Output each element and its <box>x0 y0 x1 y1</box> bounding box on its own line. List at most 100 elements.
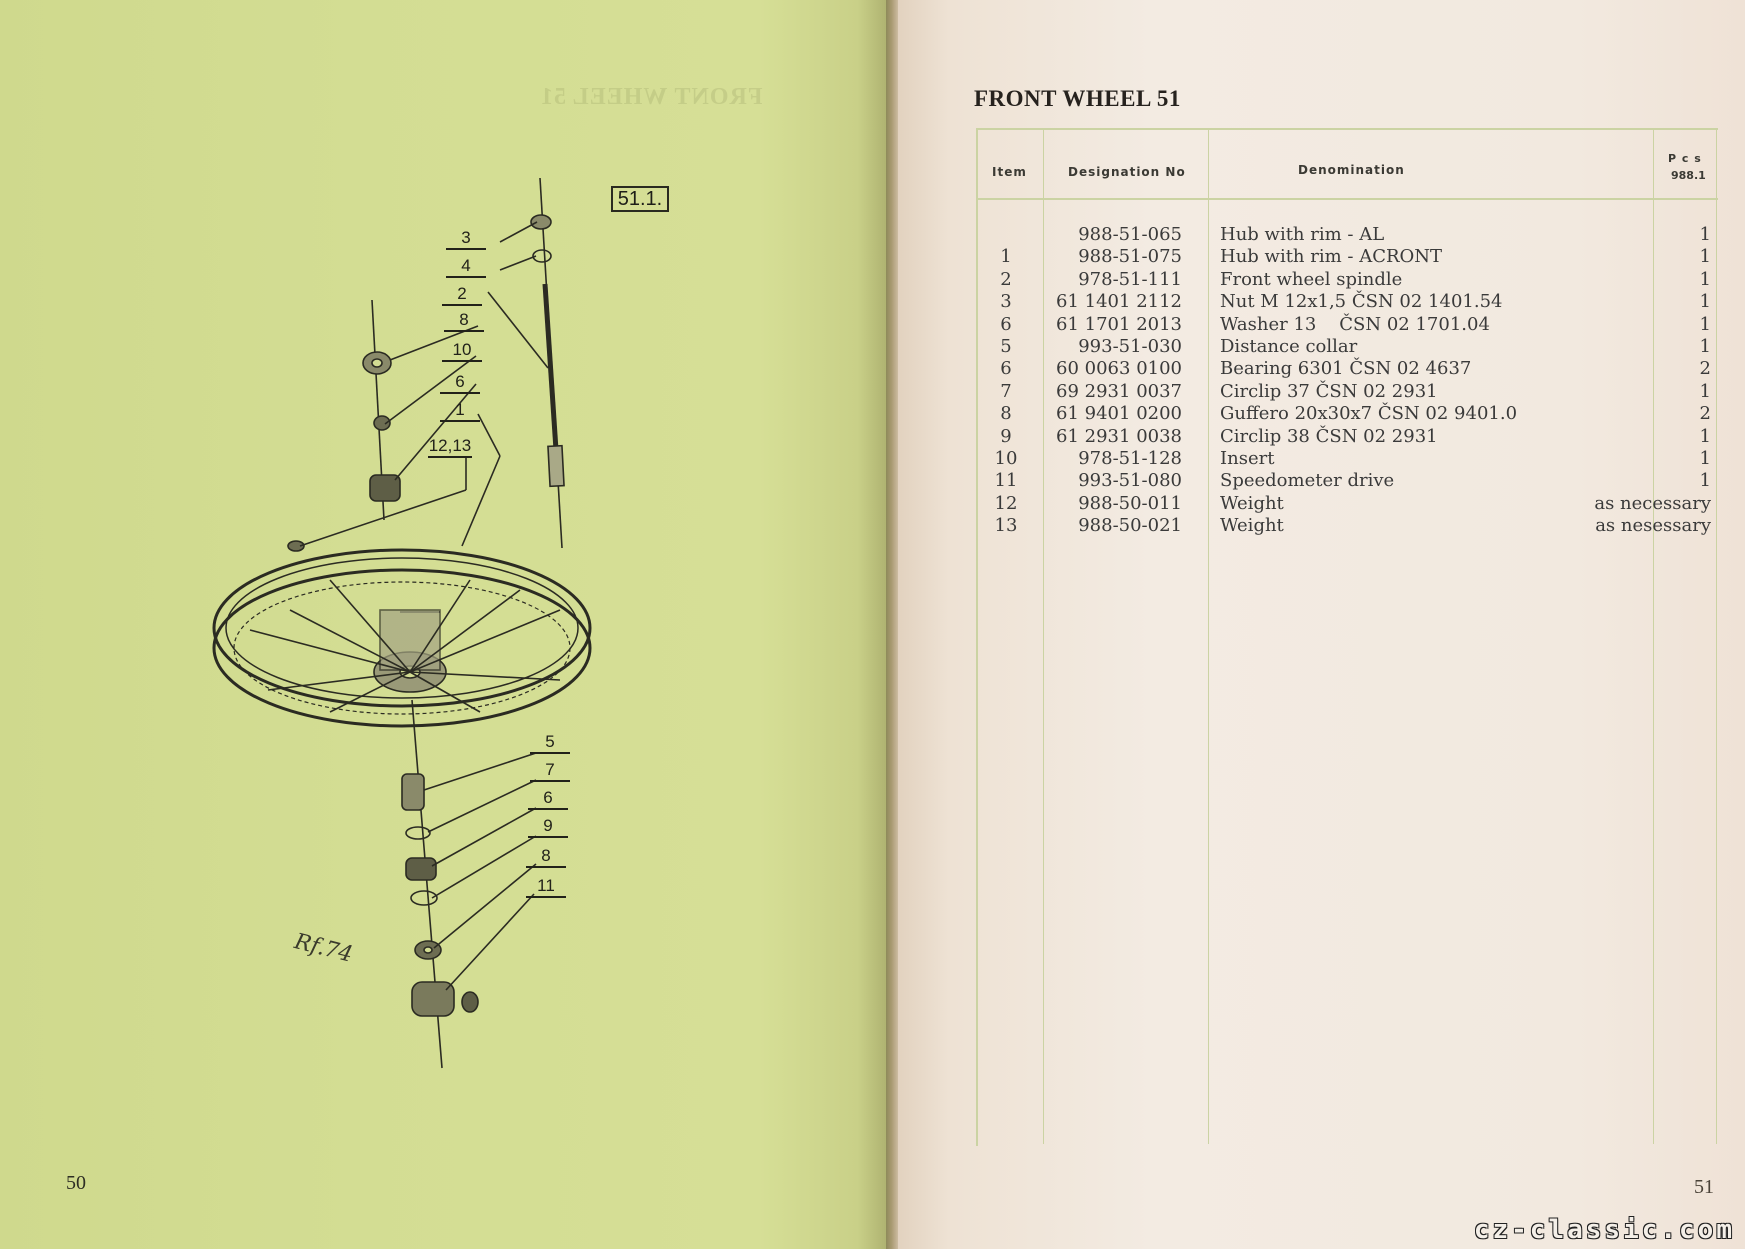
page-title: FRONT WHEEL 51 <box>974 86 1181 111</box>
row-denomination: Guffero 20x30x7 ČSN 02 9401.0 <box>1220 403 1518 425</box>
table-row: 7 69 2931 0037 Circlip 37 ČSN 02 2931 1 <box>898 381 1745 403</box>
right-page: FRONT WHEEL 51 Item Designation No Denom… <box>898 0 1745 1249</box>
row-denomination: Nut M 12x1,5 ČSN 02 1401.54 <box>1220 291 1503 313</box>
row-pcs: 2 <box>1699 358 1711 380</box>
table-row: 988-51-065 Hub with rim - AL 1 <box>898 224 1745 246</box>
row-pcs: 1 <box>1699 336 1711 357</box>
row-denomination: Weight <box>1220 492 1284 514</box>
callout-6b: 6 <box>528 788 568 810</box>
table-row: 8 61 9401 0200 Guffero 20x30x7 ČSN 02 9401… <box>898 403 1745 425</box>
row-denomination: Hub with rim - ACRONT <box>1220 246 1443 268</box>
row-item: 11 <box>994 470 1018 492</box>
row-denomination: Hub with rim - AL <box>1220 224 1385 245</box>
table-row: 2 978-51-111 Front wheel spindle 1 <box>898 269 1745 291</box>
callout-4: 4 <box>446 256 486 278</box>
row-denomination: Circlip 38 ČSN 02 2931 <box>1220 425 1438 447</box>
column-divider-right <box>1716 128 1717 1144</box>
row-pcs: 1 <box>1699 425 1711 447</box>
parts-table-frame <box>976 128 1718 1146</box>
row-designation: 61 1701 2013 <box>1056 313 1182 335</box>
callout-7: 7 <box>530 760 570 782</box>
row-denomination: Distance collar <box>1220 336 1358 357</box>
row-pcs: 1 <box>1699 313 1711 335</box>
row-designation: 61 1401 2112 <box>1056 291 1182 313</box>
table-row: 13 988-50-021 Weight as nesessary <box>898 515 1745 537</box>
row-item: 9 <box>1000 425 1012 447</box>
table-row: 5 993-51-030 Distance collar 1 <box>898 336 1745 358</box>
header-designation: Designation No <box>1068 165 1186 179</box>
table-row: 9 61 2931 0038 Circlip 38 ČSN 02 2931 1 <box>898 426 1745 448</box>
exploded-wheel-diagram <box>212 177 592 1069</box>
table-row: 12 988-50-011 Weight as necessary <box>898 493 1745 515</box>
row-pcs: 1 <box>1699 268 1711 290</box>
callout-8b: 8 <box>526 846 566 868</box>
column-divider-designation <box>1208 128 1209 1144</box>
header-item: Item <box>992 165 1027 179</box>
callout-8: 8 <box>444 310 484 332</box>
row-item: 5 <box>1000 336 1012 357</box>
row-denomination: Front wheel spindle <box>1220 268 1403 290</box>
figure-label: 51.1. <box>611 186 669 212</box>
row-item: 10 <box>994 448 1018 469</box>
callout-3: 3 <box>446 228 486 250</box>
callout-2: 2 <box>442 284 482 306</box>
row-designation: 61 2931 0038 <box>1056 425 1182 447</box>
table-row: 3 61 1401 2112 Nut M 12x1,5 ČSN 02 1401.54… <box>898 291 1745 313</box>
row-item: 6 <box>1000 358 1012 380</box>
row-pcs: 1 <box>1699 448 1711 469</box>
row-pcs: 1 <box>1699 380 1711 402</box>
header-denomination: Denomination <box>1298 163 1405 177</box>
callout-10: 10 <box>442 340 482 362</box>
row-designation: 993-51-030 <box>1078 336 1182 357</box>
row-denomination: Bearing 6301 ČSN 02 4637 <box>1220 358 1472 380</box>
row-pcs: 1 <box>1699 470 1711 492</box>
book-gutter <box>886 0 900 1249</box>
row-item: 6 <box>1000 313 1012 335</box>
row-denomination: Weight <box>1220 515 1284 537</box>
callout-9: 9 <box>528 816 568 838</box>
row-designation: 69 2931 0037 <box>1056 380 1182 402</box>
row-designation: 61 9401 0200 <box>1056 403 1182 425</box>
header-pcs: P c s <box>1668 152 1702 165</box>
column-divider-denomination <box>1653 128 1654 1144</box>
watermark: cz-classic.com <box>1473 1215 1735 1245</box>
row-designation: 993-51-080 <box>1078 470 1182 492</box>
header-rule <box>976 198 1718 200</box>
page-number-left: 50 <box>66 1172 86 1194</box>
row-designation: 978-51-111 <box>1078 268 1182 290</box>
row-item: 7 <box>1000 380 1012 402</box>
left-page: FRONT WHEEL 51 51.1. <box>0 0 893 1249</box>
table-row: 6 61 1701 2013 Washer 13 ČSN 02 1701.04 1 <box>898 314 1745 336</box>
row-denomination: Speedometer drive <box>1220 470 1395 492</box>
row-item: 8 <box>1000 403 1012 425</box>
row-designation: 988-51-075 <box>1078 246 1182 268</box>
callout-1: 1 <box>440 400 480 422</box>
row-pcs: 1 <box>1699 291 1711 313</box>
row-denomination: Circlip 37 ČSN 02 2931 <box>1220 380 1438 402</box>
row-designation: 60 0063 0100 <box>1056 358 1182 380</box>
row-designation: 988-51-065 <box>1078 224 1182 245</box>
callout-5: 5 <box>530 732 570 754</box>
table-row: 10 978-51-128 Insert 1 <box>898 448 1745 470</box>
header-pcs-model: 988.1 <box>1671 169 1706 182</box>
table-row: 6 60 0063 0100 Bearing 6301 ČSN 02 4637 2 <box>898 358 1745 380</box>
callout-6: 6 <box>440 372 480 394</box>
row-denomination: Insert <box>1220 448 1275 469</box>
callout-12-13: 12,13 <box>428 436 472 458</box>
row-designation: 988-50-021 <box>1078 515 1182 537</box>
row-item: 3 <box>1000 291 1012 313</box>
row-designation: 978-51-128 <box>1078 448 1182 469</box>
row-designation: 988-50-011 <box>1078 492 1182 514</box>
table-row: 11 993-51-080 Speedometer drive 1 <box>898 470 1745 492</box>
row-denomination: Washer 13 ČSN 02 1701.04 <box>1220 313 1490 335</box>
row-pcs: 1 <box>1699 224 1711 245</box>
row-pcs: as nesessary <box>1595 515 1711 537</box>
row-item: 2 <box>1000 268 1012 290</box>
row-item: 13 <box>994 515 1018 537</box>
row-pcs: 1 <box>1699 246 1711 268</box>
row-item: 12 <box>994 492 1018 514</box>
row-pcs: as necessary <box>1594 492 1711 514</box>
row-pcs: 2 <box>1699 403 1711 425</box>
